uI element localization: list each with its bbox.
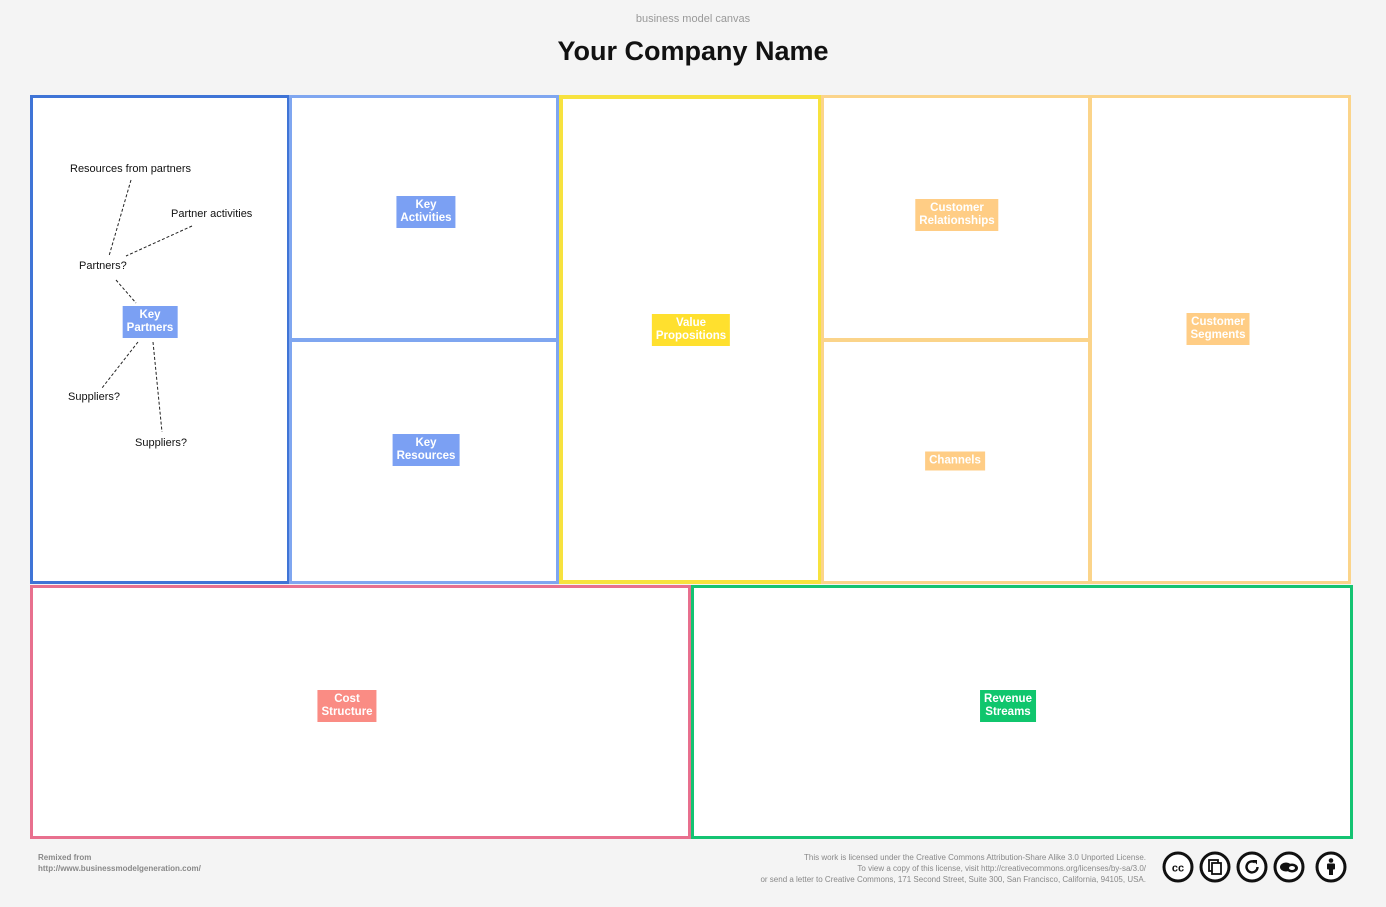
key-activities-label: Key Activities [396, 196, 456, 228]
cost-structure-label: Cost Structure [317, 690, 377, 722]
note-resources-from-partners[interactable]: Resources from partners [70, 163, 192, 175]
svg-text:cc: cc [1172, 863, 1184, 875]
key-partners-block[interactable] [30, 95, 290, 584]
license-line-2[interactable]: To view a copy of this license, visit ht… [857, 864, 1146, 873]
note-partner-activities[interactable]: Partner activities [171, 208, 253, 220]
copy-icon[interactable] [1199, 851, 1231, 883]
cost-structure-block[interactable] [30, 585, 691, 839]
channels-label: Channels [925, 451, 985, 471]
attribution-icon[interactable] [1315, 851, 1347, 883]
canvas-subtitle: business model canvas [635, 13, 751, 25]
remix-line-1: Remixed from [38, 853, 92, 862]
license-line-1: This work is licensed under the Creative… [804, 853, 1146, 862]
remix-credit: Remixed from http://www.businessmodelgen… [38, 852, 201, 874]
company-name-title[interactable]: Your Company Name [557, 36, 829, 66]
key-partners-label: Key Partners [122, 306, 178, 338]
cc-icon[interactable]: cc [1162, 851, 1194, 883]
note-suppliers-1[interactable]: Suppliers? [68, 391, 120, 403]
license-line-3: or send a letter to Creative Commons, 17… [760, 875, 1146, 884]
customer-segments-label: Customer Segments [1186, 313, 1250, 345]
note-suppliers-2[interactable]: Suppliers? [135, 437, 187, 449]
share-alike-icon[interactable] [1236, 851, 1268, 883]
key-resources-label: Key Resources [392, 434, 460, 466]
revenue-streams-label: Revenue Streams [980, 690, 1036, 722]
note-partners[interactable]: Partners? [79, 260, 127, 272]
value-propositions-label: Value Propositions [651, 314, 731, 346]
license-text: This work is licensed under the Creative… [760, 852, 1146, 885]
remix-icon[interactable] [1273, 851, 1305, 883]
remix-link[interactable]: http://www.businessmodelgeneration.com/ [38, 864, 201, 873]
customer-relationships-label: Customer Relationships [915, 199, 999, 231]
